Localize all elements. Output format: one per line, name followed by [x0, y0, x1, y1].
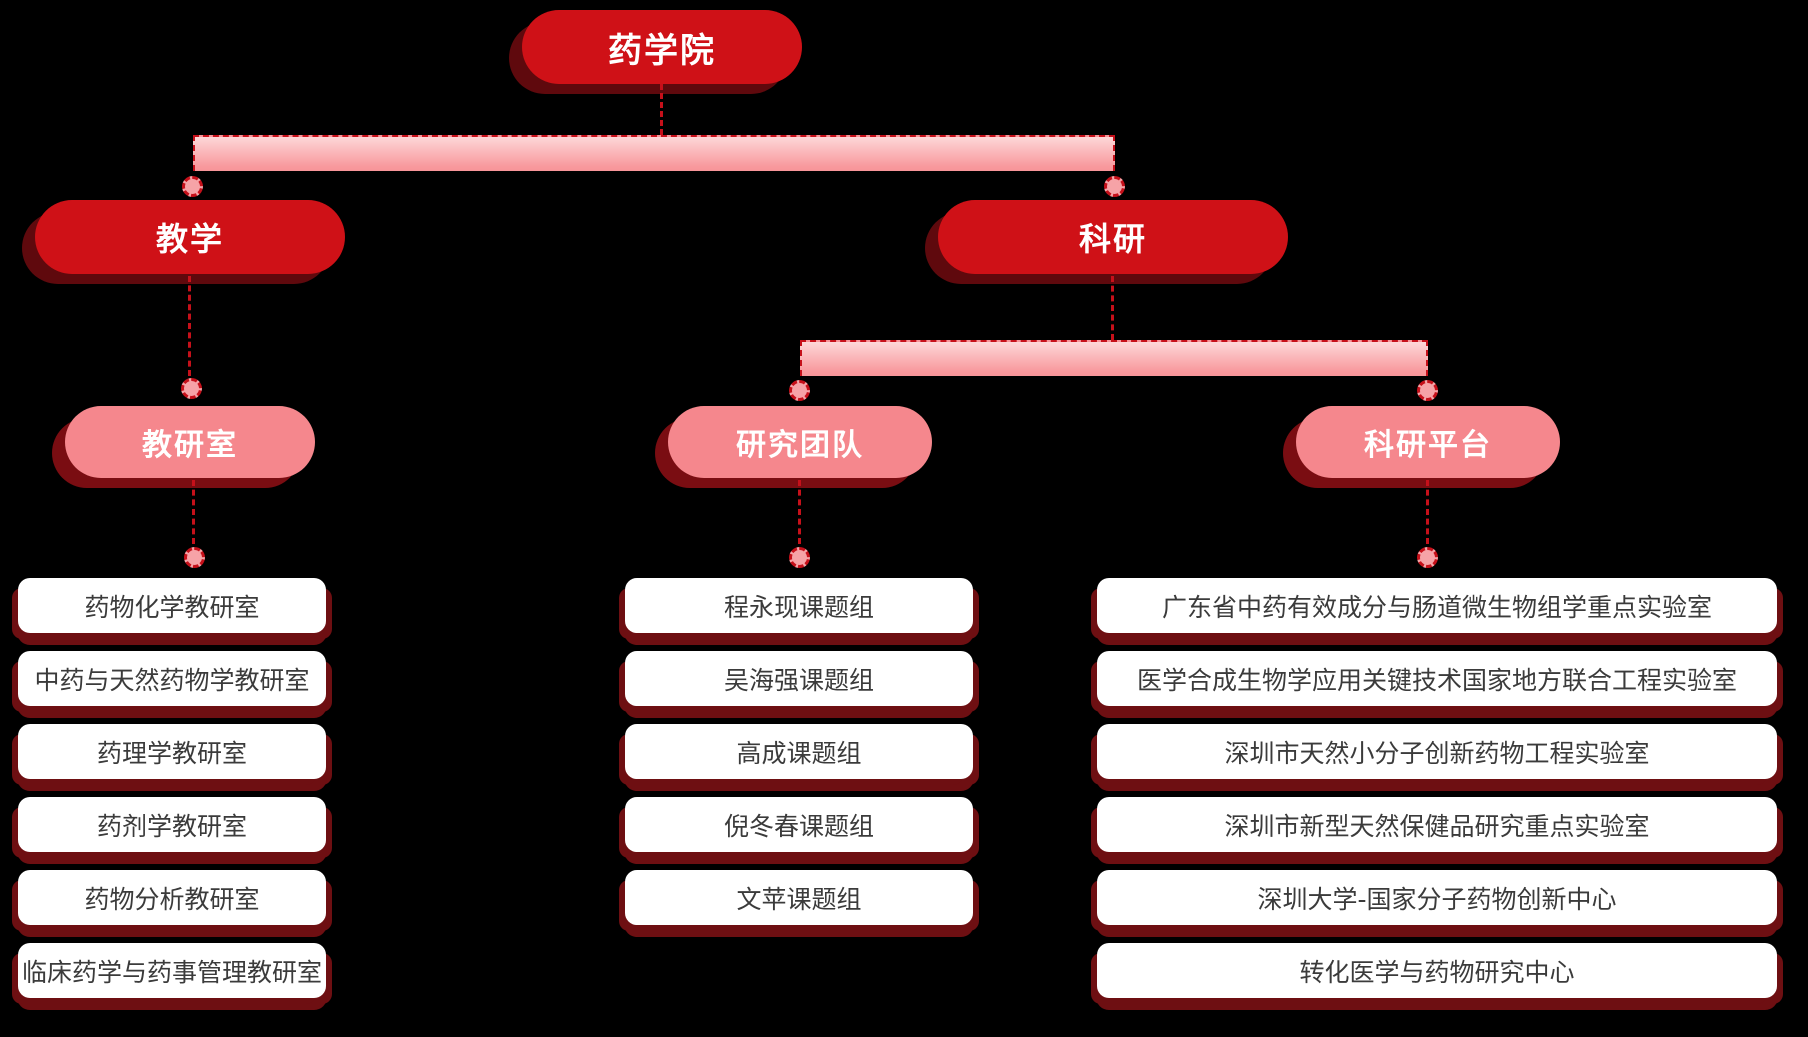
leaf-item: 药物化学教研室 — [18, 578, 326, 633]
node-research: 科研 — [938, 200, 1288, 274]
node-teaching-office: 教研室 — [65, 406, 315, 478]
leaf-item: 药物分析教研室 — [18, 870, 326, 925]
node-research-platforms-label: 科研平台 — [1364, 428, 1492, 463]
level2-bar — [800, 340, 1428, 376]
node-research-teams-label: 研究团队 — [736, 428, 864, 463]
leaf-item: 转化医学与药物研究中心 — [1097, 943, 1777, 998]
leaf-item: 中药与天然药物学教研室 — [18, 651, 326, 706]
node-research-label: 科研 — [1078, 220, 1147, 258]
node-root: 药学院 — [522, 10, 802, 84]
connector-research-platforms-vertical — [1426, 480, 1429, 544]
leaf-item: 倪冬春课题组 — [625, 797, 973, 852]
junction-dot-col3 — [1417, 547, 1438, 568]
leaf-item: 药剂学教研室 — [18, 797, 326, 852]
leaf-item: 深圳市天然小分子创新药物工程实验室 — [1097, 724, 1777, 779]
junction-dot-col1 — [184, 547, 205, 568]
junction-dot-research-teams — [789, 380, 810, 401]
node-research-platforms: 科研平台 — [1296, 406, 1560, 478]
connector-teaching-vertical — [188, 276, 191, 376]
node-teaching: 教学 — [35, 200, 345, 274]
leaf-item: 临床药学与药事管理教研室 — [18, 943, 326, 998]
leaf-item: 深圳市新型天然保健品研究重点实验室 — [1097, 797, 1777, 852]
leaf-item: 广东省中药有效成分与肠道微生物组学重点实验室 — [1097, 578, 1777, 633]
node-teaching-office-label: 教研室 — [142, 428, 238, 463]
node-teaching-label: 教学 — [155, 220, 224, 258]
connector-research-teams-vertical — [798, 480, 801, 544]
leaf-item: 药理学教研室 — [18, 724, 326, 779]
junction-dot-research-platforms — [1417, 380, 1438, 401]
level1-bar — [193, 135, 1115, 171]
leaf-item: 吴海强课题组 — [625, 651, 973, 706]
leaf-item: 文苹课题组 — [625, 870, 973, 925]
leaf-item: 医学合成生物学应用关键技术国家地方联合工程实验室 — [1097, 651, 1777, 706]
junction-dot-teaching — [182, 176, 203, 197]
junction-dot-teaching-office — [181, 378, 202, 399]
junction-dot-research — [1104, 176, 1125, 197]
connector-root-vertical — [660, 84, 663, 135]
leaf-item: 高成课题组 — [625, 724, 973, 779]
node-research-teams: 研究团队 — [668, 406, 932, 478]
leaf-item: 深圳大学-国家分子药物创新中心 — [1097, 870, 1777, 925]
connector-teaching-office-vertical — [192, 480, 195, 544]
node-root-label: 药学院 — [608, 30, 716, 71]
leaf-item: 程永现课题组 — [625, 578, 973, 633]
junction-dot-col2 — [789, 547, 810, 568]
connector-research-vertical — [1111, 276, 1114, 340]
